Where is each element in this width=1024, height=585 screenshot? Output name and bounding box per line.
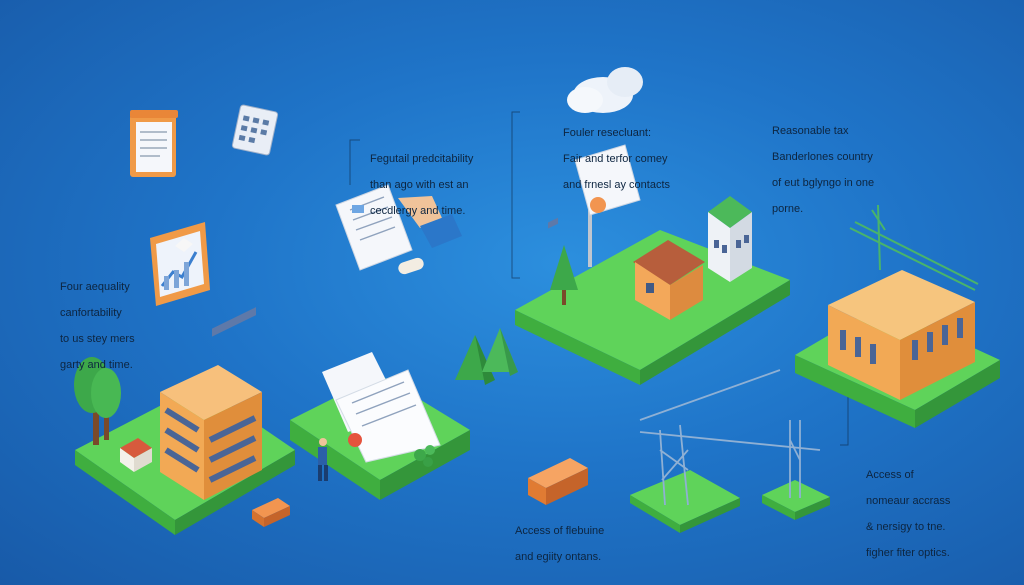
middle-left-platform <box>290 352 470 500</box>
tree-icon <box>74 357 121 445</box>
pine-trees <box>455 328 518 385</box>
crane-platform <box>630 470 830 533</box>
access-right-label: Access of nomeaur accrass & nersigy to t… <box>866 456 996 573</box>
label-line: of eut bglyngo in one <box>772 177 875 189</box>
label-line: Banderlones country <box>772 151 873 163</box>
civic-building <box>828 270 975 400</box>
label-line: cecdlergy and time. <box>370 205 466 217</box>
label-line: Four aequality <box>60 281 130 293</box>
contract-icon <box>574 144 641 267</box>
access-left-label: Access of flebuine and egiity ontans. <box>515 512 655 577</box>
label-line: Fegutail predcitability <box>370 153 474 165</box>
cloud-icon <box>567 67 643 113</box>
label-line: figher fiter optics. <box>866 547 950 559</box>
calendar-icon <box>231 104 279 156</box>
office-building <box>160 307 262 500</box>
label-line: garty and time. <box>60 359 133 371</box>
label-line: & nersigy to tne. <box>866 521 946 533</box>
label-line: to us stey mers <box>60 333 135 345</box>
tower-building <box>708 196 752 282</box>
revenue-label: Fouler resecluant: Fair and terfor comey… <box>563 114 713 205</box>
label-line: Fouler resecluant: <box>563 127 652 139</box>
tax-label: Reasonable tax Banderlones country of eu… <box>772 112 912 229</box>
document-icon <box>130 110 178 177</box>
label-line: Access of <box>866 469 914 481</box>
regulation-label: Fegutail predcitability than ago with es… <box>370 140 510 231</box>
contract-icon <box>335 184 462 275</box>
person-icon <box>318 438 328 481</box>
plant-icon <box>414 445 435 467</box>
label-line: Access of flebuine <box>515 525 605 537</box>
label-line: Reasonable tax <box>772 125 849 137</box>
equality-label: Four aequality canfortability to us stey… <box>60 268 180 385</box>
tree-icon <box>550 245 578 305</box>
crane-icon <box>639 369 821 506</box>
house-icon <box>633 240 705 320</box>
label-line: nomeaur accrass <box>866 495 951 507</box>
growth-chart-icon <box>150 222 210 306</box>
label-line: and frnesl ay contacts <box>563 179 671 191</box>
label-line: porne. <box>772 203 804 215</box>
label-line: Fair and terfor comey <box>563 153 668 165</box>
house-icon <box>120 438 152 472</box>
truck-icon <box>528 217 588 505</box>
label-line: and egiity ontans. <box>515 551 602 563</box>
crane-icon <box>849 204 979 291</box>
label-line: canfortability <box>60 307 122 319</box>
truck-icon <box>252 498 290 527</box>
label-line: than ago with est an <box>370 179 469 191</box>
